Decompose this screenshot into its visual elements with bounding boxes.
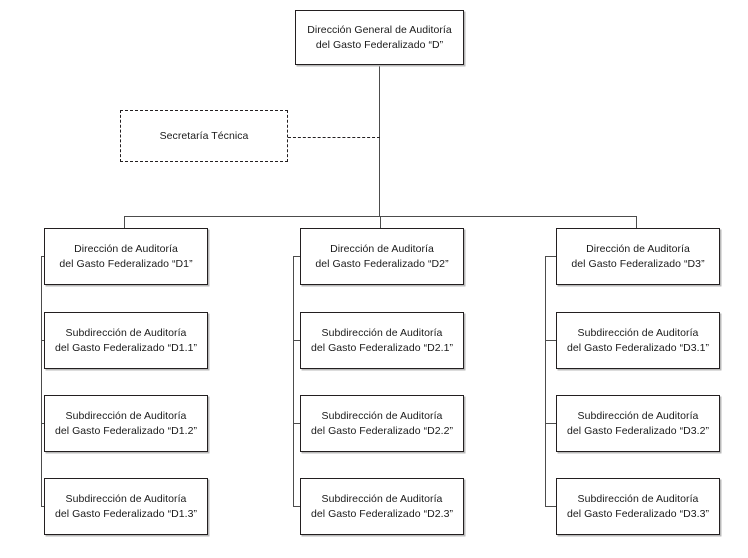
node-label: Subdirección de Auditoría del Gasto Fede… bbox=[54, 409, 198, 437]
node-subdireccion-d2-3[interactable]: Subdirección de Auditoría del Gasto Fede… bbox=[300, 478, 464, 535]
node-subdireccion-d1-3[interactable]: Subdirección de Auditoría del Gasto Fede… bbox=[44, 478, 208, 535]
node-label: Dirección de Auditoría del Gasto Federal… bbox=[571, 242, 705, 270]
connector-stub-col3-head bbox=[545, 256, 557, 257]
node-label: Subdirección de Auditoría del Gasto Fede… bbox=[54, 492, 198, 520]
node-subdireccion-d3-3[interactable]: Subdirección de Auditoría del Gasto Fede… bbox=[556, 478, 720, 535]
connector-stub-col1-head bbox=[41, 256, 45, 257]
connector-drop-col3 bbox=[636, 216, 637, 228]
node-label: Secretaría Técnica bbox=[159, 129, 249, 142]
node-label: Dirección General de Auditoría del Gasto… bbox=[307, 23, 452, 51]
node-label: Subdirección de Auditoría del Gasto Fede… bbox=[310, 492, 454, 520]
connector-root-trunk bbox=[379, 65, 380, 217]
connector-stub-col3-child1 bbox=[545, 340, 557, 341]
connector-staff-dashed bbox=[288, 137, 380, 138]
connector-stub-col2-child1 bbox=[293, 340, 301, 341]
node-subdireccion-d1-1[interactable]: Subdirección de Auditoría del Gasto Fede… bbox=[44, 312, 208, 369]
connector-drop-col1 bbox=[124, 216, 125, 228]
node-direccion-d1[interactable]: Dirección de Auditoría del Gasto Federal… bbox=[44, 228, 208, 285]
connector-spine-col3 bbox=[545, 256, 546, 506]
connector-drop-col2 bbox=[380, 216, 381, 228]
node-label: Subdirección de Auditoría del Gasto Fede… bbox=[566, 492, 710, 520]
node-label: Subdirección de Auditoría del Gasto Fede… bbox=[310, 326, 454, 354]
connector-stub-col2-head bbox=[293, 256, 301, 257]
connector-stub-col1-child1 bbox=[41, 340, 45, 341]
connector-spine-col1 bbox=[41, 256, 42, 506]
connector-stub-col3-child3 bbox=[545, 506, 557, 507]
node-label: Subdirección de Auditoría del Gasto Fede… bbox=[54, 326, 198, 354]
node-subdireccion-d2-2[interactable]: Subdirección de Auditoría del Gasto Fede… bbox=[300, 395, 464, 452]
node-subdireccion-d1-2[interactable]: Subdirección de Auditoría del Gasto Fede… bbox=[44, 395, 208, 452]
node-subdireccion-d2-1[interactable]: Subdirección de Auditoría del Gasto Fede… bbox=[300, 312, 464, 369]
node-label: Dirección de Auditoría del Gasto Federal… bbox=[59, 242, 193, 270]
connector-spine-col2 bbox=[293, 256, 294, 506]
node-direccion-general[interactable]: Dirección General de Auditoría del Gasto… bbox=[295, 10, 464, 65]
node-direccion-d3[interactable]: Dirección de Auditoría del Gasto Federal… bbox=[556, 228, 720, 285]
node-label: Subdirección de Auditoría del Gasto Fede… bbox=[310, 409, 454, 437]
connector-stub-col2-child2 bbox=[293, 423, 301, 424]
node-subdireccion-d3-1[interactable]: Subdirección de Auditoría del Gasto Fede… bbox=[556, 312, 720, 369]
node-label: Subdirección de Auditoría del Gasto Fede… bbox=[566, 409, 710, 437]
node-subdireccion-d3-2[interactable]: Subdirección de Auditoría del Gasto Fede… bbox=[556, 395, 720, 452]
connector-stub-col1-child2 bbox=[41, 423, 45, 424]
node-direccion-d2[interactable]: Dirección de Auditoría del Gasto Federal… bbox=[300, 228, 464, 285]
connector-stub-col1-child3 bbox=[41, 506, 45, 507]
node-label: Subdirección de Auditoría del Gasto Fede… bbox=[566, 326, 710, 354]
connector-stub-col3-child2 bbox=[545, 423, 557, 424]
node-label: Dirección de Auditoría del Gasto Federal… bbox=[315, 242, 449, 270]
node-secretaria-tecnica[interactable]: Secretaría Técnica bbox=[120, 110, 288, 162]
connector-stub-col2-child3 bbox=[293, 506, 301, 507]
